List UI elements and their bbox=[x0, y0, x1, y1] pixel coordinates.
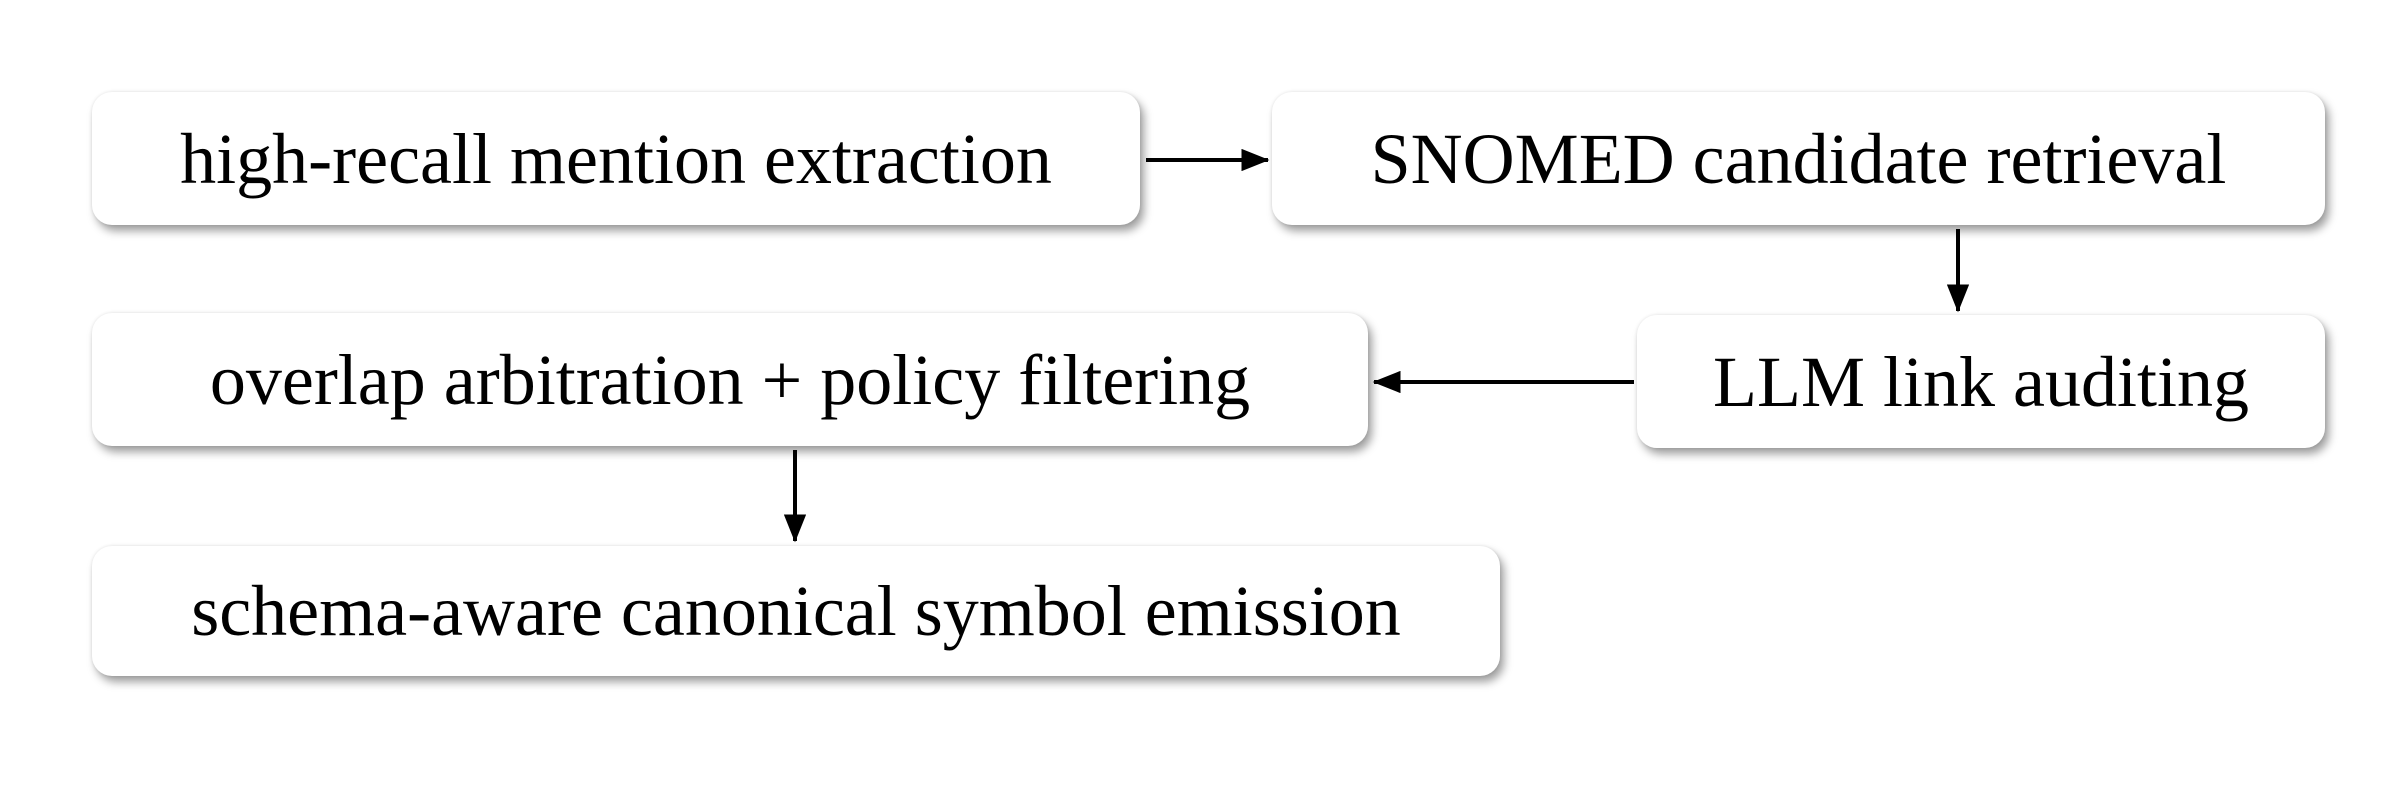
node-schema-aware-canonical-symbol-emission: schema-aware canonical symbol emission bbox=[92, 546, 1500, 676]
node-label: schema-aware canonical symbol emission bbox=[191, 571, 1401, 651]
node-high-recall-mention-extraction: high-recall mention extraction bbox=[92, 92, 1140, 225]
node-label: SNOMED candidate retrieval bbox=[1370, 118, 2227, 199]
node-label: high-recall mention extraction bbox=[180, 118, 1052, 199]
node-overlap-arbitration-policy-filtering: overlap arbitration + policy filtering bbox=[92, 313, 1368, 446]
node-snomed-candidate-retrieval: SNOMED candidate retrieval bbox=[1272, 92, 2325, 225]
node-llm-link-auditing: LLM link auditing bbox=[1637, 315, 2325, 448]
node-label: overlap arbitration + policy filtering bbox=[209, 339, 1251, 420]
node-label: LLM link auditing bbox=[1713, 341, 2249, 422]
